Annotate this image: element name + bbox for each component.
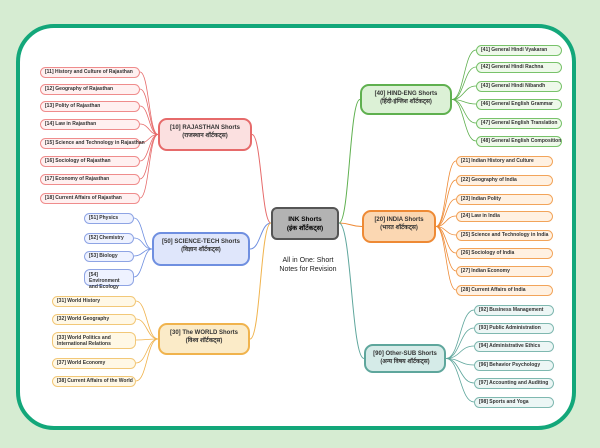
leaf-node: [12] Geography of Rajasthan — [40, 83, 140, 95]
leaf-node: [32] World Geography — [52, 313, 136, 325]
category-node-rajasthan: [10] RAJASTHAN Shorts (राजस्थान शॉर्टकट्स… — [158, 118, 252, 151]
leaf-node: [47] General English Translation — [476, 117, 562, 129]
category-subtitle: (विज्ञान शॉर्टकट्स) — [181, 247, 221, 253]
leaf-node: [31] World History — [52, 295, 136, 307]
category-node-science-tech: [50] SCIENCE-TECH Shorts (विज्ञान शॉर्टकट… — [152, 232, 250, 266]
leaf-node: [14] Law in Rajasthan — [40, 118, 140, 130]
leaf-node: [54] Environment and Ecology — [84, 268, 134, 290]
leaf-node: [37] World Economy — [52, 357, 136, 369]
category-title: [10] RAJASTHAN Shorts — [169, 125, 240, 131]
category-title: [30] The WORLD Shorts — [169, 330, 238, 336]
category-node-world: [30] The WORLD Shorts (विश्व शॉर्टकट्स) — [158, 323, 250, 355]
category-subtitle: (राजस्थान शॉर्टकट्स) — [182, 133, 228, 139]
category-node-other: [90] Other-SUB Shorts (अन्य विषय शॉर्टकट्… — [364, 344, 446, 373]
central-node-subtitle: (इंक शॉर्टकट्स) — [286, 225, 324, 232]
category-subtitle: (भारत शॉर्टकट्स) — [380, 225, 418, 231]
category-node-hindi-english: [40] HIND-ENG Shorts (हिंदी-इंग्लिश शॉर्ट… — [360, 84, 452, 115]
category-title: [50] SCIENCE-TECH Shorts — [161, 239, 240, 245]
leaf-node: [22] Geography of India — [456, 174, 553, 186]
leaf-node: [51] Physics — [84, 212, 134, 224]
leaf-node: [43] General Hindi Nibandh — [476, 80, 562, 92]
leaf-node: [92] Business Management — [474, 304, 554, 316]
category-title: [40] HIND-ENG Shorts — [374, 91, 438, 97]
leaf-node: [42] General Hindi Rachna — [476, 61, 562, 73]
leaf-node: [41] General Hindi Vyakaran — [476, 44, 562, 56]
leaf-node: [52] Chemistry — [84, 232, 134, 244]
central-node-title: INK Shorts — [288, 216, 322, 223]
leaf-node: [21] Indian History and Culture — [456, 155, 553, 167]
leaf-node: [16] Sociology of Rajasthan — [40, 155, 140, 167]
leaf-node: [38] Current Affairs of the World — [52, 375, 136, 387]
leaf-node: [53] Biology — [84, 250, 134, 262]
category-subtitle: (विश्व शॉर्टकट्स) — [185, 338, 223, 344]
central-node: INK Shorts (इंक शॉर्टकट्स) — [271, 207, 339, 240]
leaf-node: [17] Economy of Rajasthan — [40, 173, 140, 185]
tagline: All in One: Short Notes for Revision — [274, 256, 342, 274]
leaf-node: [94] Administrative Ethics — [474, 340, 554, 352]
leaf-node: [15] Science and Technology in Rajasthan — [40, 137, 145, 149]
leaf-node: [97] Accounting and Auditing — [474, 377, 554, 389]
category-node-india: [20] INDIA Shorts (भारत शॉर्टकट्स) — [362, 210, 436, 243]
leaf-node: [11] History and Culture of Rajasthan — [40, 66, 140, 78]
leaf-node: [18] Current Affairs of Rajasthan — [40, 192, 140, 204]
category-title: [20] INDIA Shorts — [374, 217, 424, 223]
leaf-node: [98] Sports and Yoga — [474, 396, 554, 408]
leaf-node: [96] Behavior Psychology — [474, 359, 554, 371]
leaf-node: [26] Sociology of India — [456, 247, 553, 259]
leaf-node: [13] Polity of Rajasthan — [40, 100, 140, 112]
leaf-node: [28] Current Affairs of India — [456, 284, 553, 296]
leaf-node: [27] Indian Economy — [456, 265, 553, 277]
leaf-node: [24] Law in India — [456, 210, 553, 222]
leaf-node: [48] General English Composition — [476, 135, 562, 147]
category-subtitle: (हिंदी-इंग्लिश शॉर्टकट्स) — [380, 99, 432, 105]
category-title: [90] Other-SUB Shorts — [373, 351, 437, 357]
leaf-node: [23] Indian Polity — [456, 193, 553, 205]
leaf-node: [25] Science and Technology in India — [456, 229, 553, 241]
leaf-node: [46] General English Grammar — [476, 98, 562, 110]
category-subtitle: (अन्य विषय शॉर्टकट्स) — [380, 359, 430, 365]
leaf-node: [93] Public Administration — [474, 322, 554, 334]
leaf-node: [33] World Politics and International Re… — [52, 331, 136, 349]
